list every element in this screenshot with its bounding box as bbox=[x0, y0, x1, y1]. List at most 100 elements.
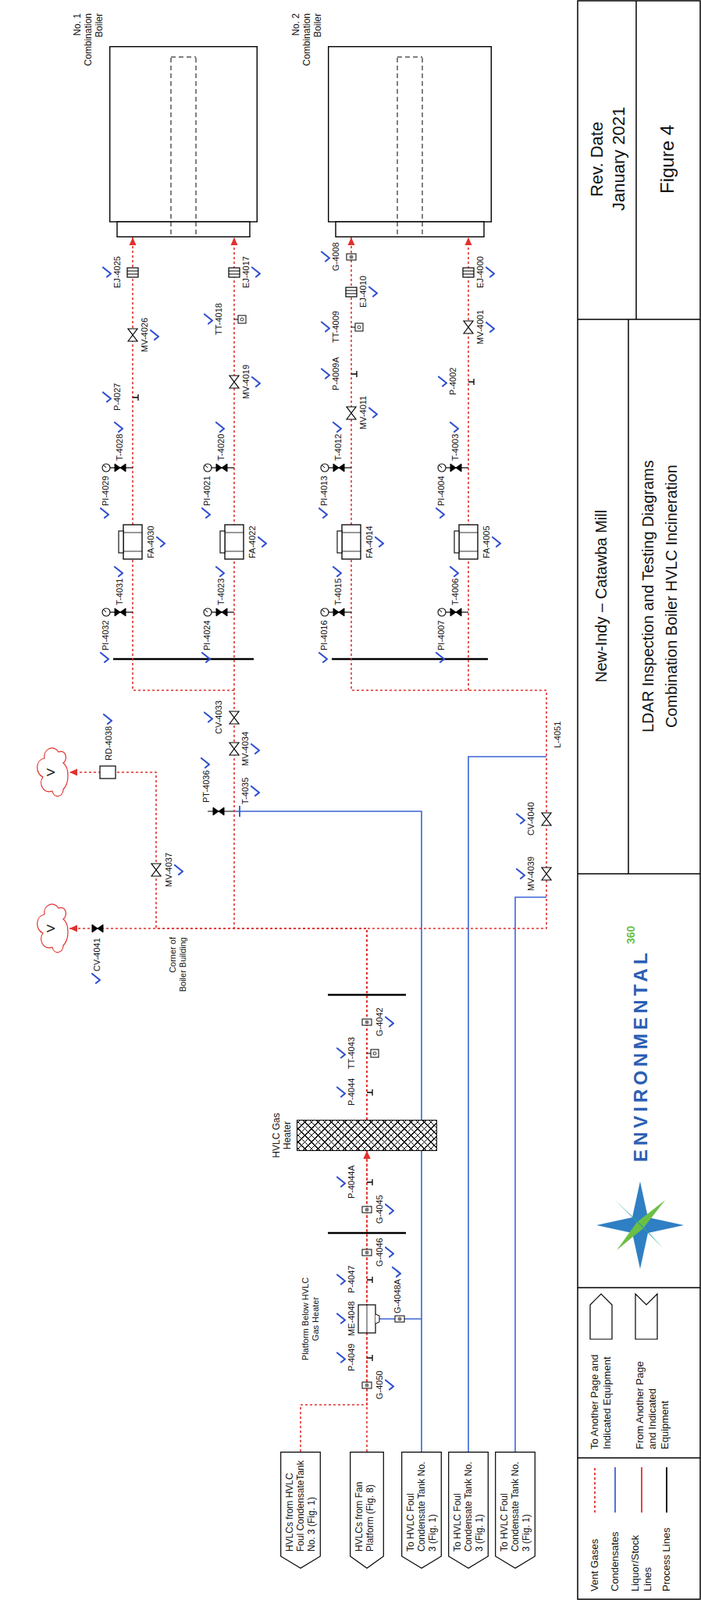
arrow-head bbox=[231, 237, 239, 246]
gas-heater: HVLC Gas Heater bbox=[296, 1119, 438, 1151]
check-mark bbox=[369, 287, 378, 297]
vent-gas-line bbox=[300, 1150, 371, 1452]
arrow-head bbox=[465, 237, 473, 246]
vent-gas-path bbox=[351, 237, 547, 1120]
boiler-body bbox=[110, 46, 258, 222]
check-mark bbox=[392, 1266, 401, 1277]
title-block-rule bbox=[577, 318, 701, 321]
vent-gas-path bbox=[69, 928, 367, 1120]
title-block-text: New-Indy – Catawba Mill bbox=[591, 508, 611, 684]
check-mark bbox=[202, 508, 210, 518]
line-number: L-4051 bbox=[552, 720, 563, 749]
legend-line-sample bbox=[640, 1466, 643, 1513]
tag-label: PI-4016 bbox=[319, 619, 330, 652]
pressure-gauge-tap bbox=[102, 463, 133, 472]
sight-glass bbox=[394, 1315, 405, 1322]
title-block-text: LDAR Inspection and Testing Diagrams bbox=[638, 459, 658, 734]
tag-label: P-4049 bbox=[346, 1342, 357, 1372]
expansion-joint bbox=[228, 267, 240, 278]
node-label: To HVLC Foul Condensate Tank No. 3 (Fig.… bbox=[448, 1451, 489, 1569]
tag-label: G-4050 bbox=[374, 1369, 385, 1400]
title-block-rule bbox=[577, 1286, 701, 1289]
expansion-joint bbox=[127, 267, 139, 278]
tag-label: MV-4026 bbox=[139, 316, 150, 353]
tag-label: MV-4039 bbox=[526, 855, 537, 892]
check-mark bbox=[216, 566, 225, 577]
check-mark bbox=[492, 537, 501, 547]
pressure-gauge-tap bbox=[320, 608, 352, 616]
check-mark bbox=[516, 868, 525, 879]
check-mark bbox=[251, 743, 260, 754]
tag-label: T-4035 bbox=[240, 776, 251, 805]
vent-gas-line bbox=[348, 237, 548, 1120]
check-mark bbox=[202, 652, 210, 662]
check-mark bbox=[204, 314, 213, 324]
title-block-rule bbox=[577, 1456, 701, 1459]
arrow-head bbox=[363, 1150, 371, 1159]
manual-valve bbox=[541, 867, 552, 880]
title-block-rule bbox=[635, 0, 637, 320]
vent-gas-line bbox=[129, 237, 368, 1120]
note-text: Corner of Boiler Building bbox=[167, 935, 189, 996]
burner-tube bbox=[397, 56, 423, 235]
check-mark bbox=[156, 537, 165, 547]
node-label: No. 2 Combination Boiler bbox=[290, 13, 324, 79]
check-mark bbox=[100, 652, 109, 662]
check-mark bbox=[251, 786, 260, 796]
check-mark bbox=[333, 422, 342, 432]
legend-line-sample bbox=[665, 1466, 668, 1513]
temperature-transmitter bbox=[234, 315, 246, 324]
arrow-head bbox=[69, 768, 78, 776]
tag-label: CV-4033 bbox=[213, 699, 225, 735]
condensate-line bbox=[468, 756, 547, 1452]
tag-label: PI-4032 bbox=[100, 619, 111, 652]
vent-cloud: V bbox=[32, 743, 70, 801]
tag-label: MV-4011 bbox=[358, 394, 369, 431]
tag-label: G-4008 bbox=[330, 241, 342, 272]
note-text: Platform Below HVLC Gas Heater bbox=[300, 1274, 321, 1363]
check-mark bbox=[436, 508, 445, 518]
tag-label: PI-4024 bbox=[202, 619, 213, 652]
pressure-gauge-tap bbox=[102, 608, 133, 616]
flame-arrestor bbox=[220, 524, 244, 559]
vent-cloud: V bbox=[32, 900, 70, 957]
manual-valve bbox=[346, 406, 356, 420]
check-mark bbox=[216, 422, 225, 432]
tag-label: EJ-4025 bbox=[112, 255, 123, 289]
boiler-flange bbox=[117, 221, 250, 237]
legend-line-sample bbox=[594, 1466, 596, 1513]
check-mark bbox=[450, 566, 459, 577]
expansion-joint bbox=[462, 267, 474, 278]
offpage-connector: HVLCs from HVLC Foul CondensateTank No. … bbox=[280, 1451, 321, 1569]
logo-star bbox=[596, 1181, 684, 1269]
legend-shape-sample bbox=[590, 1293, 613, 1339]
boiler-body bbox=[328, 46, 492, 222]
tag-label: PI-4029 bbox=[100, 474, 111, 507]
check-mark bbox=[103, 392, 111, 403]
tag-label: T-4003 bbox=[450, 433, 461, 462]
rupture-disc bbox=[99, 765, 116, 779]
tag-label: T-4012 bbox=[333, 433, 344, 462]
legend-text: Condensates bbox=[608, 1530, 622, 1592]
tag-label: CV-4040 bbox=[526, 800, 537, 837]
arrow-head bbox=[348, 237, 356, 246]
vent-gas-path bbox=[69, 772, 367, 1120]
platform-line bbox=[331, 658, 488, 661]
node-label: No. 1 Combination Boiler bbox=[71, 13, 105, 79]
check-mark bbox=[385, 1017, 394, 1027]
check-mark bbox=[319, 652, 328, 662]
control-valve bbox=[92, 924, 104, 933]
offpage-shape bbox=[281, 1451, 321, 1569]
boiler: No. 2 Combination Boiler bbox=[327, 46, 492, 238]
tag-label: T-4031 bbox=[114, 577, 125, 606]
tag-label: TT-4018 bbox=[213, 302, 225, 336]
offpage-shape bbox=[350, 1451, 385, 1569]
check-mark bbox=[252, 267, 260, 278]
tag-label: T-4006 bbox=[450, 577, 461, 606]
tag-label: MV-4001 bbox=[475, 309, 486, 346]
pressure-gauge-tap bbox=[437, 608, 469, 616]
check-mark bbox=[375, 537, 384, 547]
title-block-text: January 2021 bbox=[608, 106, 630, 212]
logo-text: ENVIRONMENTAL bbox=[629, 947, 652, 1163]
tag-label: TT-4009 bbox=[330, 309, 342, 344]
